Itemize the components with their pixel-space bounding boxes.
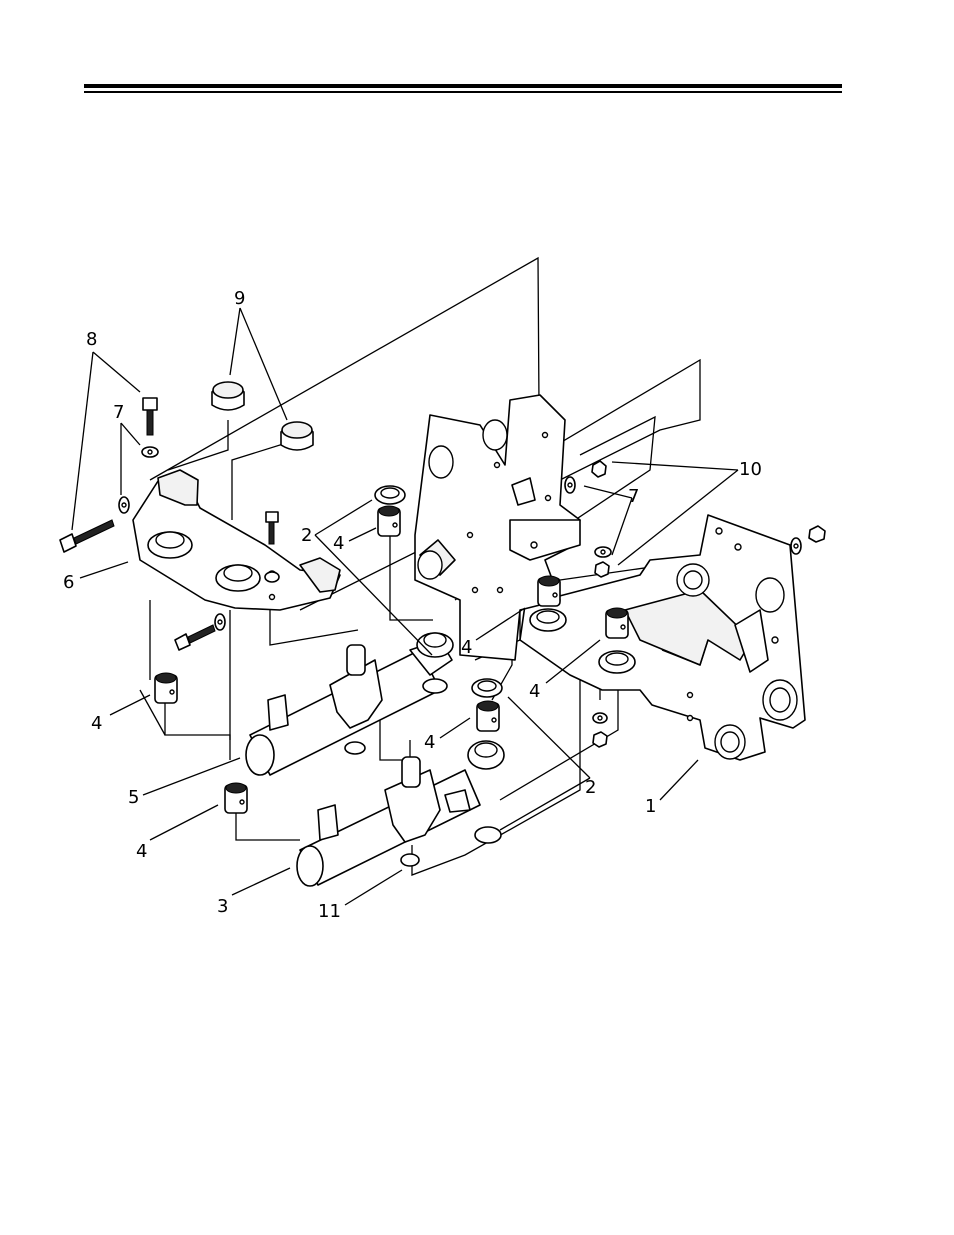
callout-10: 10	[739, 459, 762, 480]
callout-4-middle: 4	[424, 732, 435, 753]
sleeve-f	[477, 701, 499, 731]
part-3-lower-cylinder	[297, 741, 504, 886]
callout-4-top: 4	[333, 533, 344, 554]
callout-2-upper: 2	[301, 525, 312, 546]
callout-7-left: 7	[113, 402, 124, 423]
callout-1: 1	[645, 796, 656, 817]
callout-5: 5	[128, 787, 139, 808]
callout-4-bottom: 4	[136, 841, 147, 862]
sleeve-c	[378, 506, 400, 536]
bolt-lower	[175, 625, 215, 650]
part-5-upper-cylinder	[246, 633, 453, 775]
callout-4-right: 4	[529, 681, 540, 702]
callout-7-right: 7	[628, 486, 639, 507]
sleeve-d	[538, 576, 560, 606]
bolt-vertical	[143, 398, 157, 435]
sleeve-a	[155, 673, 177, 703]
callout-6: 6	[63, 572, 74, 593]
sleeve-e	[606, 608, 628, 638]
callout-11: 11	[318, 901, 341, 922]
bolt-horizontal-left	[60, 520, 114, 552]
callout-2-lower: 2	[585, 777, 596, 798]
callout-9: 9	[234, 288, 245, 309]
callout-4-left: 4	[91, 713, 102, 734]
callout-4-center: 4	[461, 637, 472, 658]
callout-3: 3	[217, 896, 228, 917]
sleeve-b	[225, 783, 247, 813]
bolt-center	[266, 512, 278, 544]
callout-8: 8	[86, 329, 97, 350]
